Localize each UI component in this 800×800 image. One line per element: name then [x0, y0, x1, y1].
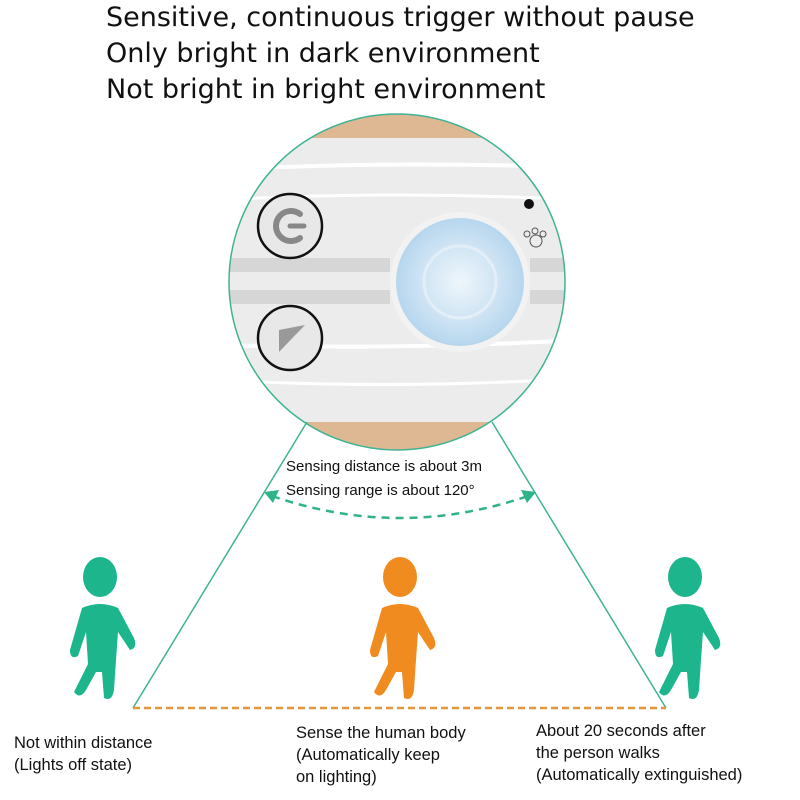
state-caption-on: Sense the human body (Automatically keep… — [296, 722, 466, 788]
mode-button[interactable] — [256, 304, 324, 372]
person-left — [70, 557, 136, 699]
head — [83, 557, 117, 597]
body — [70, 604, 136, 699]
light-sensor-dot — [524, 199, 534, 209]
caption-line: About 20 seconds after — [536, 722, 706, 740]
caption-line: (Lights off state) — [14, 756, 133, 774]
caption-line: on lighting) — [296, 768, 377, 786]
head — [668, 557, 702, 597]
headline-line-2: Only bright in dark environment — [106, 38, 540, 69]
sensing-edge-right — [491, 421, 667, 709]
state-caption-after: About 20 seconds after the person walks … — [536, 720, 742, 786]
caption-line: (Automatically keep — [296, 746, 440, 764]
power-button[interactable] — [256, 192, 324, 260]
closeup-frame — [228, 113, 566, 451]
pir-lens — [396, 218, 524, 346]
caption-line: (Automatically extinguished) — [536, 766, 743, 784]
headline-line-1: Sensitive, continuous trigger without pa… — [106, 2, 695, 33]
headline-line-3: Not bright in bright environment — [106, 74, 546, 105]
sensing-edge-left — [132, 421, 308, 709]
caption-line: the person walks — [536, 744, 660, 762]
body — [370, 604, 436, 699]
triangle-icon — [279, 325, 305, 352]
caption-line: Not within distance — [14, 734, 153, 752]
sensing-range-arc — [264, 490, 536, 520]
head — [383, 557, 417, 597]
paw-icon — [523, 227, 547, 248]
state-caption-off: Not within distance (Lights off state) — [14, 732, 153, 776]
person-right — [655, 557, 721, 699]
sensor-closeup — [229, 114, 565, 450]
body — [655, 604, 721, 699]
caption-line: Sense the human body — [296, 724, 466, 742]
sensing-range: Sensing range is about 120° — [286, 482, 475, 499]
sensing-distance: Sensing distance is about 3m — [286, 458, 482, 475]
person-center — [370, 557, 436, 699]
power-icon — [273, 208, 303, 244]
